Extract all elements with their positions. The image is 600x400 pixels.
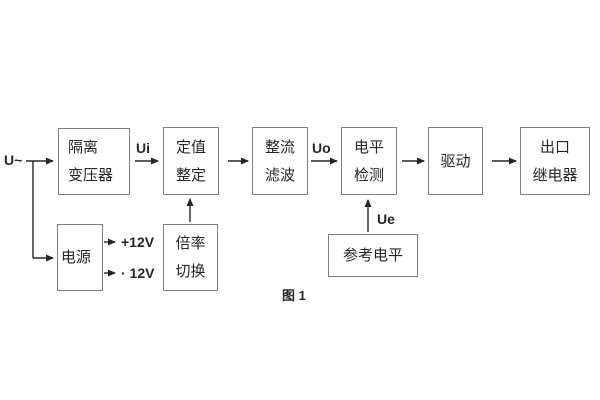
pos12v-rail-label: +12V: [121, 234, 155, 250]
ui-signal-label: Ui: [136, 140, 150, 156]
neg12v-rail-label: · 12V: [121, 265, 155, 281]
block-label-line: 电源: [61, 249, 92, 266]
block-label-line: 电平: [353, 138, 384, 156]
block-label-line: 参考电平: [342, 247, 403, 264]
uo-signal-label: Uo: [312, 140, 331, 156]
block-label-line: 检测: [353, 166, 384, 184]
block-label-line: 滤波: [264, 166, 295, 184]
block-label-line: 切换: [175, 263, 206, 280]
block-driver: 驱动: [428, 127, 483, 195]
block-output-relay: 出口 继电器: [520, 127, 590, 195]
block-label-line: 倍率: [175, 235, 206, 252]
block-power-supply: 电源: [57, 224, 103, 291]
input-signal-label: U~: [4, 152, 23, 168]
block-reference-level: 参考电平: [328, 234, 418, 277]
figure-caption: 图 1: [282, 288, 306, 303]
block-label-line: 整流: [264, 138, 295, 156]
block-label-line: 继电器: [532, 166, 578, 184]
block-label-line: 定值: [175, 138, 206, 156]
block-label-line: 驱动: [440, 152, 471, 170]
block-rectifier-filter: 整流 滤波: [252, 127, 308, 195]
block-label-line: 出口: [539, 138, 570, 156]
ue-signal-label: Ue: [377, 211, 395, 227]
block-label-line: 整定: [175, 166, 206, 184]
block-label-line: 隔离: [68, 139, 99, 156]
block-setpoint-setting: 定值 整定: [163, 127, 219, 195]
block-level-detection: 电平 检测: [341, 127, 397, 195]
block-isolation-transformer: 隔离 变压器: [58, 128, 130, 195]
block-label-line: 变压器: [68, 167, 114, 184]
block-ratio-switch: 倍率 切换: [163, 224, 218, 291]
